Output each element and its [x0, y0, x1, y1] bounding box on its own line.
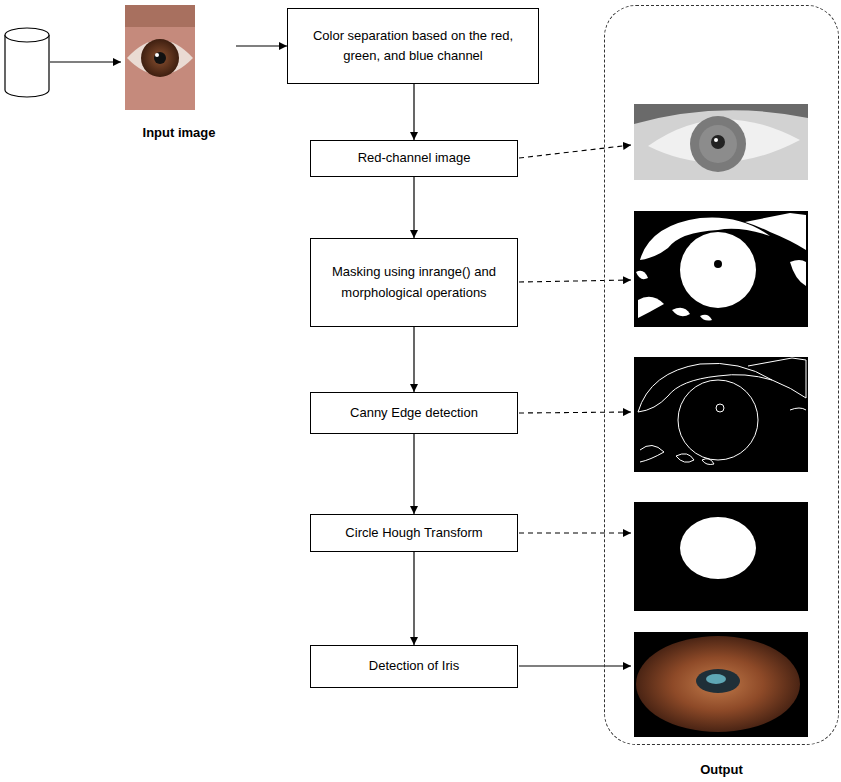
input-arrow — [50, 61, 121, 62]
red-channel-image — [634, 104, 808, 180]
database-symbol — [5, 28, 49, 97]
input-image: Input image — [122, 5, 236, 143]
panel-label: Output — [605, 760, 838, 780]
process-box: Masking using inrange() and morphologica… — [310, 238, 518, 327]
input-eye-photo — [125, 5, 195, 110]
box-label: Detection of Iris — [369, 656, 459, 676]
flow-arrow — [236, 45, 287, 46]
process-box: Red-channel image — [310, 140, 518, 177]
edge-image — [634, 357, 808, 472]
flow-arrow — [413, 552, 414, 645]
flow-arrow — [413, 84, 414, 140]
box-label: Circle Hough Transform — [345, 523, 482, 543]
box-label: Canny Edge detection — [350, 403, 478, 423]
flow-arrow — [413, 434, 414, 514]
process-box: Circle Hough Transform — [310, 514, 518, 552]
hough-circle-image — [634, 502, 808, 611]
flow-arrow — [413, 327, 414, 392]
iris-image — [634, 632, 808, 737]
box-label: Masking using inrange() and morphologica… — [321, 262, 507, 302]
process-box: Color separation based on the red, green… — [287, 8, 539, 84]
process-box: Canny Edge detection — [310, 392, 518, 434]
process-box: Detection of Iris — [310, 645, 518, 688]
flow-arrow — [413, 177, 414, 238]
output-panel: Output — [604, 5, 839, 745]
image-caption: Input image — [122, 123, 236, 143]
output-leaders — [519, 145, 631, 666]
mask-image — [634, 211, 808, 327]
box-label: Color separation based on the red, green… — [298, 26, 528, 66]
box-label: Red-channel image — [358, 148, 471, 168]
